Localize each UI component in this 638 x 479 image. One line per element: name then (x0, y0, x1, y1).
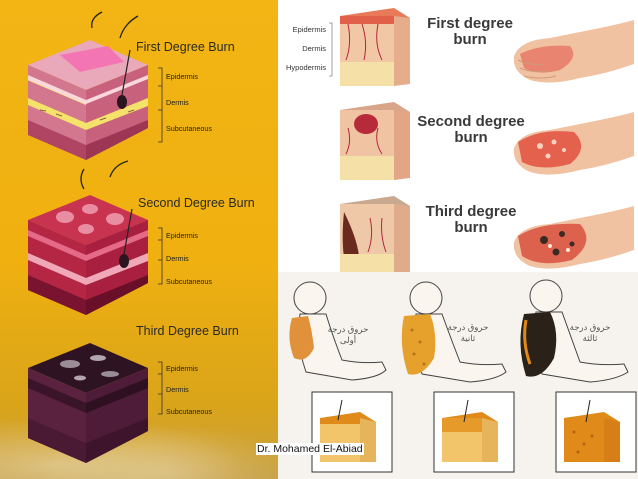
third-degree-stage-title: Third degree burn (416, 204, 526, 236)
credit-text: Dr. Mohamed El-Abiad (256, 443, 364, 455)
second-degree-stage-title: Second degree burn (412, 114, 530, 146)
second-degree-dermis-label: Dermis (166, 254, 189, 263)
second-degree-hand (513, 112, 634, 175)
inset-first-degree (311, 391, 393, 473)
child-first-degree-label: حروق درجة أولى (318, 324, 378, 346)
child-second-degree-label-line1: حروق درجة (447, 322, 489, 332)
third-degree-epidermis-label: Epidermis (166, 364, 198, 373)
child-third-degree-label: حروق درجة ثالثة (560, 322, 620, 344)
right-panel: Epidermis Dermis Hypodermis (278, 0, 638, 479)
child-second-degree (401, 281, 507, 383)
child-second-degree-label: حروق درجة ثانية (438, 322, 498, 344)
inset-second-degree (433, 391, 515, 473)
hypodermis-small-label: Hypodermis (285, 63, 326, 72)
second-degree-title: Second Degree Burn (138, 196, 255, 210)
third-degree-cross-section (340, 196, 410, 274)
first-degree-epidermis-label: Epidermis (166, 72, 198, 81)
third-degree-skin-block (28, 343, 148, 463)
dermis-small-label: Dermis (302, 44, 326, 53)
second-degree-epidermis-label: Epidermis (166, 231, 198, 240)
child-first-degree (289, 281, 387, 381)
third-degree-stage-line1: Third degree (425, 203, 517, 220)
second-degree-skin-block (28, 160, 148, 315)
first-degree-bracket (158, 67, 163, 143)
child-third-degree-label-line2: ثالثة (582, 333, 598, 343)
left-panel: First Degree Burn Epidermis Dermis Subcu… (0, 0, 278, 479)
third-degree-bracket (158, 361, 163, 415)
second-degree-bracket (158, 227, 163, 285)
first-degree-stage-line1: First degree (427, 15, 513, 32)
small-layer-bracket (329, 22, 333, 77)
first-degree-title: First Degree Burn (136, 40, 235, 54)
first-degree-stage-line2: burn (453, 31, 487, 48)
child-first-degree-label-line1: حروق درجة (327, 324, 369, 334)
first-degree-dermis-label: Dermis (166, 98, 189, 107)
second-degree-stage-line2: burn (454, 129, 488, 146)
epidermis-small-label: Epidermis (292, 25, 326, 34)
first-degree-hand (513, 20, 634, 83)
first-degree-stage-title: First degree burn (416, 16, 524, 48)
second-degree-cross-section (340, 102, 410, 180)
child-first-degree-label-line2: أولى (339, 335, 357, 345)
third-degree-subcutaneous-label: Subcutaneous (166, 407, 212, 416)
second-degree-subcutaneous-label: Subcutaneous (166, 277, 212, 286)
third-degree-hand (513, 206, 634, 269)
child-third-degree (520, 279, 629, 383)
third-degree-dermis-label: Dermis (166, 385, 189, 394)
inset-third-degree (555, 391, 637, 473)
first-degree-skin-block (28, 11, 148, 160)
third-degree-title: Third Degree Burn (136, 324, 239, 338)
third-degree-stage-line2: burn (454, 219, 488, 236)
second-degree-stage-line1: Second degree (417, 113, 525, 130)
child-third-degree-label-line1: حروق درجة (569, 322, 611, 332)
first-degree-subcutaneous-label: Subcutaneous (166, 124, 212, 133)
first-degree-cross-section (340, 8, 410, 86)
child-second-degree-label-line2: ثانية (460, 333, 476, 343)
